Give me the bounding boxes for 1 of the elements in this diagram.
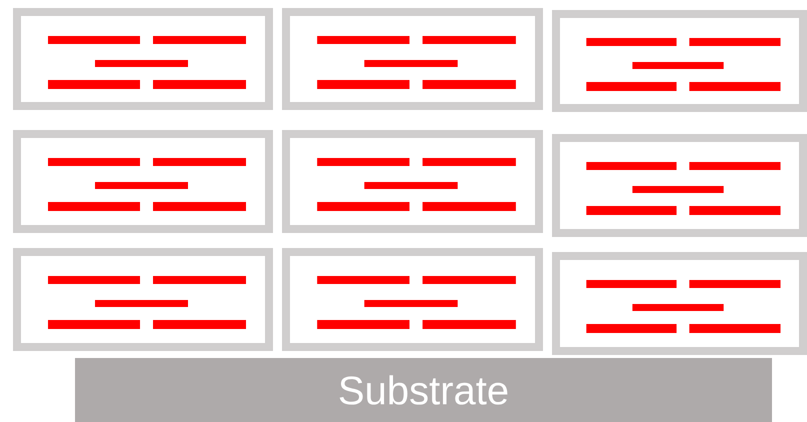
substrate-bar: Substrate <box>75 358 772 422</box>
